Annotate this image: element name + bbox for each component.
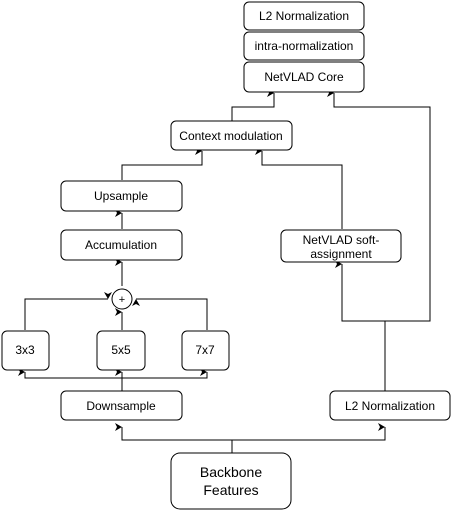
edge-backbone-to-l2norm-bottom xyxy=(232,423,386,441)
l2-normalization-bottom-box: L2 Normalization xyxy=(329,390,451,421)
netvlad-softassignment-box: NetVLAD soft- assignment xyxy=(280,229,402,263)
sum-node: + xyxy=(111,288,133,310)
l2-normalization-bottom-label: L2 Normalization xyxy=(345,399,435,413)
netvlad-core-box: NetVLAD Core xyxy=(243,61,365,93)
edge-l2norm-bottom-to-core xyxy=(327,89,431,322)
edge-backbone-to-downsample xyxy=(115,423,233,453)
conv-7x7-box: 7x7 xyxy=(181,330,230,371)
edge-softassign-to-context xyxy=(255,147,343,229)
intra-normalization-box: intra-normalization xyxy=(243,31,365,61)
intra-normalization-label: intra-normalization xyxy=(255,39,354,53)
l2-normalization-top-box: L2 Normalization xyxy=(243,1,365,31)
context-modulation-label: Context modulation xyxy=(179,129,282,143)
upsample-box: Upsample xyxy=(60,180,183,212)
l2-normalization-top-label: L2 Normalization xyxy=(259,9,349,23)
downsample-label: Downsample xyxy=(86,399,156,413)
conv-3x3-label: 3x3 xyxy=(15,343,35,357)
context-modulation-box: Context modulation xyxy=(170,120,293,151)
backbone-features-label-line2: Features xyxy=(203,482,258,498)
accumulation-box: Accumulation xyxy=(60,229,183,261)
backbone-features-box: Backbone Features xyxy=(170,452,292,510)
edge-downsample-to-7x7 xyxy=(122,368,208,379)
netvlad-softassignment-label-line2: assignment xyxy=(310,247,372,261)
sum-symbol: + xyxy=(119,294,125,306)
edges xyxy=(18,89,431,453)
netvlad-core-label: NetVLAD Core xyxy=(264,70,344,84)
edge-downsample-to-convs xyxy=(18,368,123,391)
accumulation-label: Accumulation xyxy=(85,238,157,252)
upsample-label: Upsample xyxy=(94,189,148,203)
conv-5x5-box: 5x5 xyxy=(96,330,146,371)
edge-3x3-to-sum xyxy=(24,292,112,330)
conv-3x3-box: 3x3 xyxy=(1,330,50,371)
conv-5x5-label: 5x5 xyxy=(111,343,131,357)
edge-context-to-core xyxy=(231,89,275,121)
conv-7x7-label: 7x7 xyxy=(195,343,215,357)
backbone-features-label-line1: Backbone xyxy=(200,464,262,480)
edge-upsample-to-context xyxy=(121,147,203,180)
edge-7x7-to-sum xyxy=(132,298,208,330)
edge-l2norm-bottom-to-softassign xyxy=(335,260,386,391)
downsample-box: Downsample xyxy=(60,390,183,421)
netvlad-softassignment-label-line1: NetVLAD soft- xyxy=(303,233,380,247)
